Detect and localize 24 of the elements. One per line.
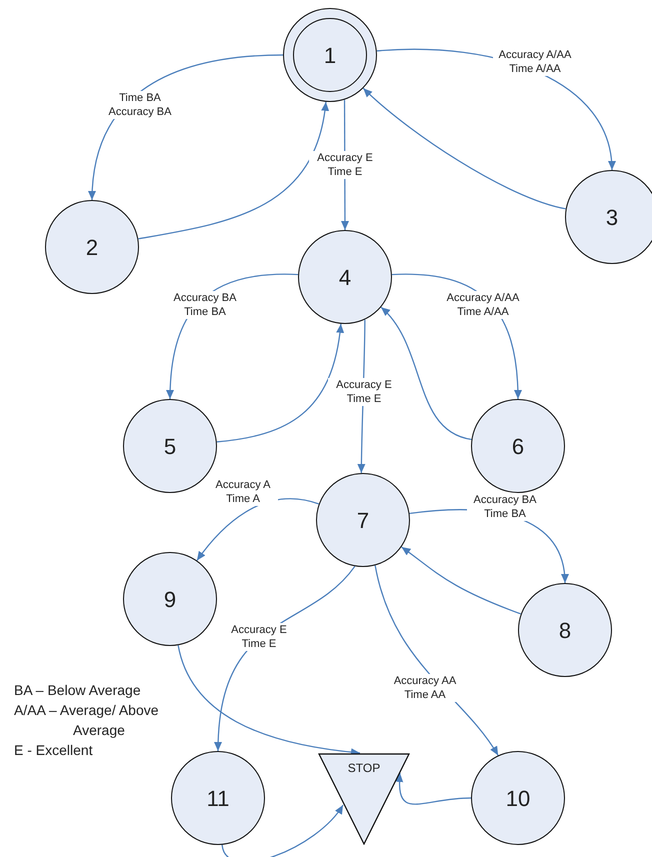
arrow (222, 804, 344, 857)
legend-text: A/AA – Average/ Above Average (14, 701, 160, 740)
stop-triangle (318, 753, 410, 845)
arrow (401, 546, 522, 614)
node-label: 4 (338, 264, 352, 292)
legend-text: E - Excellent (14, 741, 94, 760)
node-label: 2 (86, 234, 98, 262)
node-label: 8 (558, 616, 572, 644)
legend-text: BA – Below Average (14, 681, 142, 700)
arrow (362, 88, 566, 210)
node-label: 10 (506, 784, 530, 812)
arrow (396, 772, 472, 805)
arrow (380, 306, 472, 440)
node-label: 3 (606, 204, 618, 232)
arrow (138, 102, 328, 240)
node-label: 9 (164, 586, 176, 614)
node-label: 11 (206, 784, 230, 812)
node-label: 6 (512, 432, 524, 460)
node-label: 1 (324, 42, 336, 70)
arrow (178, 645, 360, 756)
node-label: 7 (356, 506, 370, 534)
arrow (216, 324, 344, 442)
node-label: 5 (164, 432, 176, 460)
node-label: STOP (348, 760, 380, 777)
